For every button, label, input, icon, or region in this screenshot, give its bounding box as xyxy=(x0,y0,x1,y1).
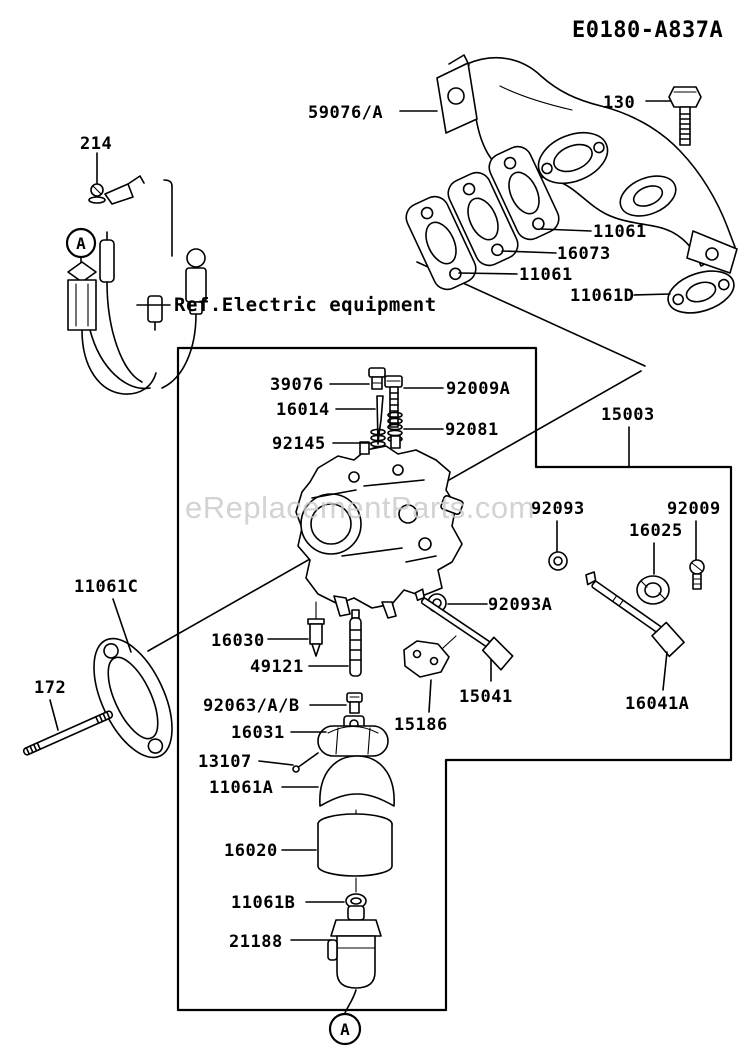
part-label-11061-mid: 11061 xyxy=(519,265,573,285)
part-label-172: 172 xyxy=(34,678,66,698)
part-label-59076-a: 59076/A xyxy=(308,103,383,123)
part-label-92081: 92081 xyxy=(445,420,499,440)
float-chamber-parts-drawing xyxy=(427,551,705,613)
part-label-15041: 15041 xyxy=(459,687,513,707)
float-system-drawing xyxy=(292,609,395,909)
intake-manifold-drawing xyxy=(436,54,738,274)
part-label-11061b: 11061B xyxy=(231,893,295,913)
part-label-92093: 92093 xyxy=(531,499,585,519)
part-label-49121: 49121 xyxy=(250,657,304,677)
solenoid-drawing xyxy=(327,905,382,1014)
flange-bolt-drawing xyxy=(668,86,702,146)
circle-a-marker-bottom xyxy=(328,1012,362,1046)
part-label-16073: 16073 xyxy=(557,244,611,264)
part-label-92009: 92009 xyxy=(667,499,721,519)
part-label-214: 214 xyxy=(80,134,112,154)
part-label-11061d: 11061D xyxy=(570,286,634,306)
part-label-16025: 16025 xyxy=(629,521,683,541)
part-label-130: 130 xyxy=(603,93,635,113)
diagram-code: E0180-A837A xyxy=(572,18,723,43)
part-label-16041a: 16041A xyxy=(625,694,689,714)
carburetor-group-box xyxy=(176,346,733,1012)
part-label-16014: 16014 xyxy=(276,400,330,420)
part-label-16031: 16031 xyxy=(231,723,285,743)
reference-note: Ref.Electric equipment xyxy=(174,294,437,316)
part-label-11061c: 11061C xyxy=(74,577,138,597)
choke-shaft-drawing xyxy=(414,588,514,671)
circle-a-letter-top: A xyxy=(76,234,86,253)
part-label-11061a: 11061A xyxy=(209,778,273,798)
part-label-21188: 21188 xyxy=(229,932,283,952)
part-label-39076: 39076 xyxy=(270,375,324,395)
part-label-92093a: 92093A xyxy=(488,595,552,615)
end-gasket-drawing xyxy=(667,270,735,314)
part-label-92009a: 92009A xyxy=(446,379,510,399)
carburetor-body-drawing xyxy=(295,435,464,620)
circle-a-letter-bottom: A xyxy=(340,1020,350,1039)
lever-plate-drawing xyxy=(403,635,457,678)
part-label-92145: 92145 xyxy=(272,434,326,454)
carb-mount-gasket-drawing xyxy=(93,637,173,759)
part-label-15186: 15186 xyxy=(394,715,448,735)
pilot-screw-parts-drawing xyxy=(368,367,403,460)
throttle-shaft-drawing xyxy=(585,571,685,658)
watermark-text: eReplacementParts.com xyxy=(185,490,535,525)
electric-equipment-drawing xyxy=(65,175,207,395)
stud-drawing xyxy=(22,710,114,756)
part-label-92063-a-b: 92063/A/B xyxy=(203,696,300,716)
part-label-13107: 13107 xyxy=(198,752,252,772)
part-label-11061-top: 11061 xyxy=(593,222,647,242)
part-label-16020: 16020 xyxy=(224,841,278,861)
part-label-16030: 16030 xyxy=(211,631,265,651)
leader-lines xyxy=(49,100,697,941)
part-label-15003: 15003 xyxy=(601,405,655,425)
